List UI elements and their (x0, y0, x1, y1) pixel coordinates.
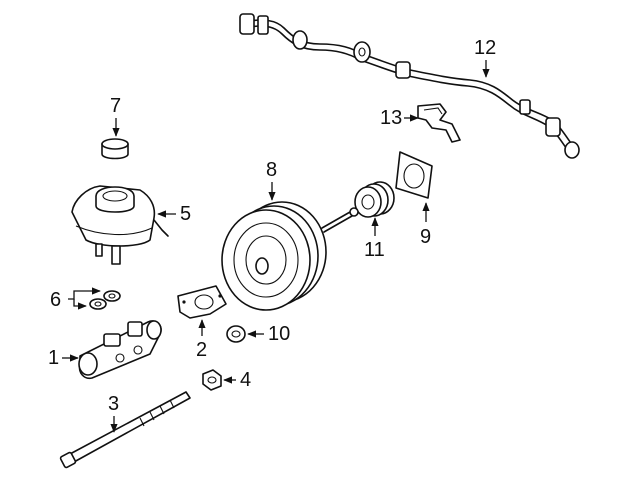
callout-7: 7 (110, 95, 121, 137)
fluid-reservoir-part-5 (71, 185, 169, 265)
callout-8: 8 (266, 159, 277, 201)
push-rod-part-3 (59, 391, 191, 469)
grommet-part-10 (226, 325, 246, 343)
callout-11: 11 (364, 217, 385, 261)
callout-1: 1 (48, 347, 79, 369)
callout-6: 6 (50, 287, 101, 311)
vacuum-hose-part-12 (239, 13, 580, 159)
callout-4: 4 (223, 369, 251, 391)
gasket-part-9 (395, 151, 433, 199)
svg-text:12: 12 (474, 37, 496, 59)
svg-text:13: 13 (380, 107, 402, 129)
svg-text:6: 6 (50, 289, 61, 311)
callout-2: 2 (196, 319, 207, 361)
callout-10: 10 (247, 323, 290, 345)
callout-9: 9 (420, 202, 431, 248)
nut-part-4 (202, 369, 222, 391)
callout-13: 13 (380, 107, 419, 129)
hose-clip-part-13 (417, 103, 461, 143)
svg-text:11: 11 (364, 239, 385, 261)
bracket-part-2 (177, 285, 227, 319)
svg-text:10: 10 (268, 323, 290, 345)
reservoir-cap-part-7 (101, 138, 129, 160)
svg-text:2: 2 (196, 339, 207, 361)
callout-12: 12 (474, 37, 496, 78)
brake-booster-part-8 (221, 201, 359, 311)
svg-text:4: 4 (240, 369, 251, 391)
boot-part-11 (354, 181, 395, 218)
svg-text:8: 8 (266, 159, 277, 181)
svg-text:9: 9 (420, 226, 431, 248)
seals-part-6 (89, 290, 121, 310)
master-cylinder-part-1 (78, 320, 162, 380)
svg-text:5: 5 (180, 203, 191, 225)
svg-text:1: 1 (48, 347, 59, 369)
callout-3: 3 (108, 393, 119, 433)
svg-text:7: 7 (110, 95, 121, 117)
callout-5: 5 (157, 203, 191, 225)
svg-text:3: 3 (108, 393, 119, 415)
